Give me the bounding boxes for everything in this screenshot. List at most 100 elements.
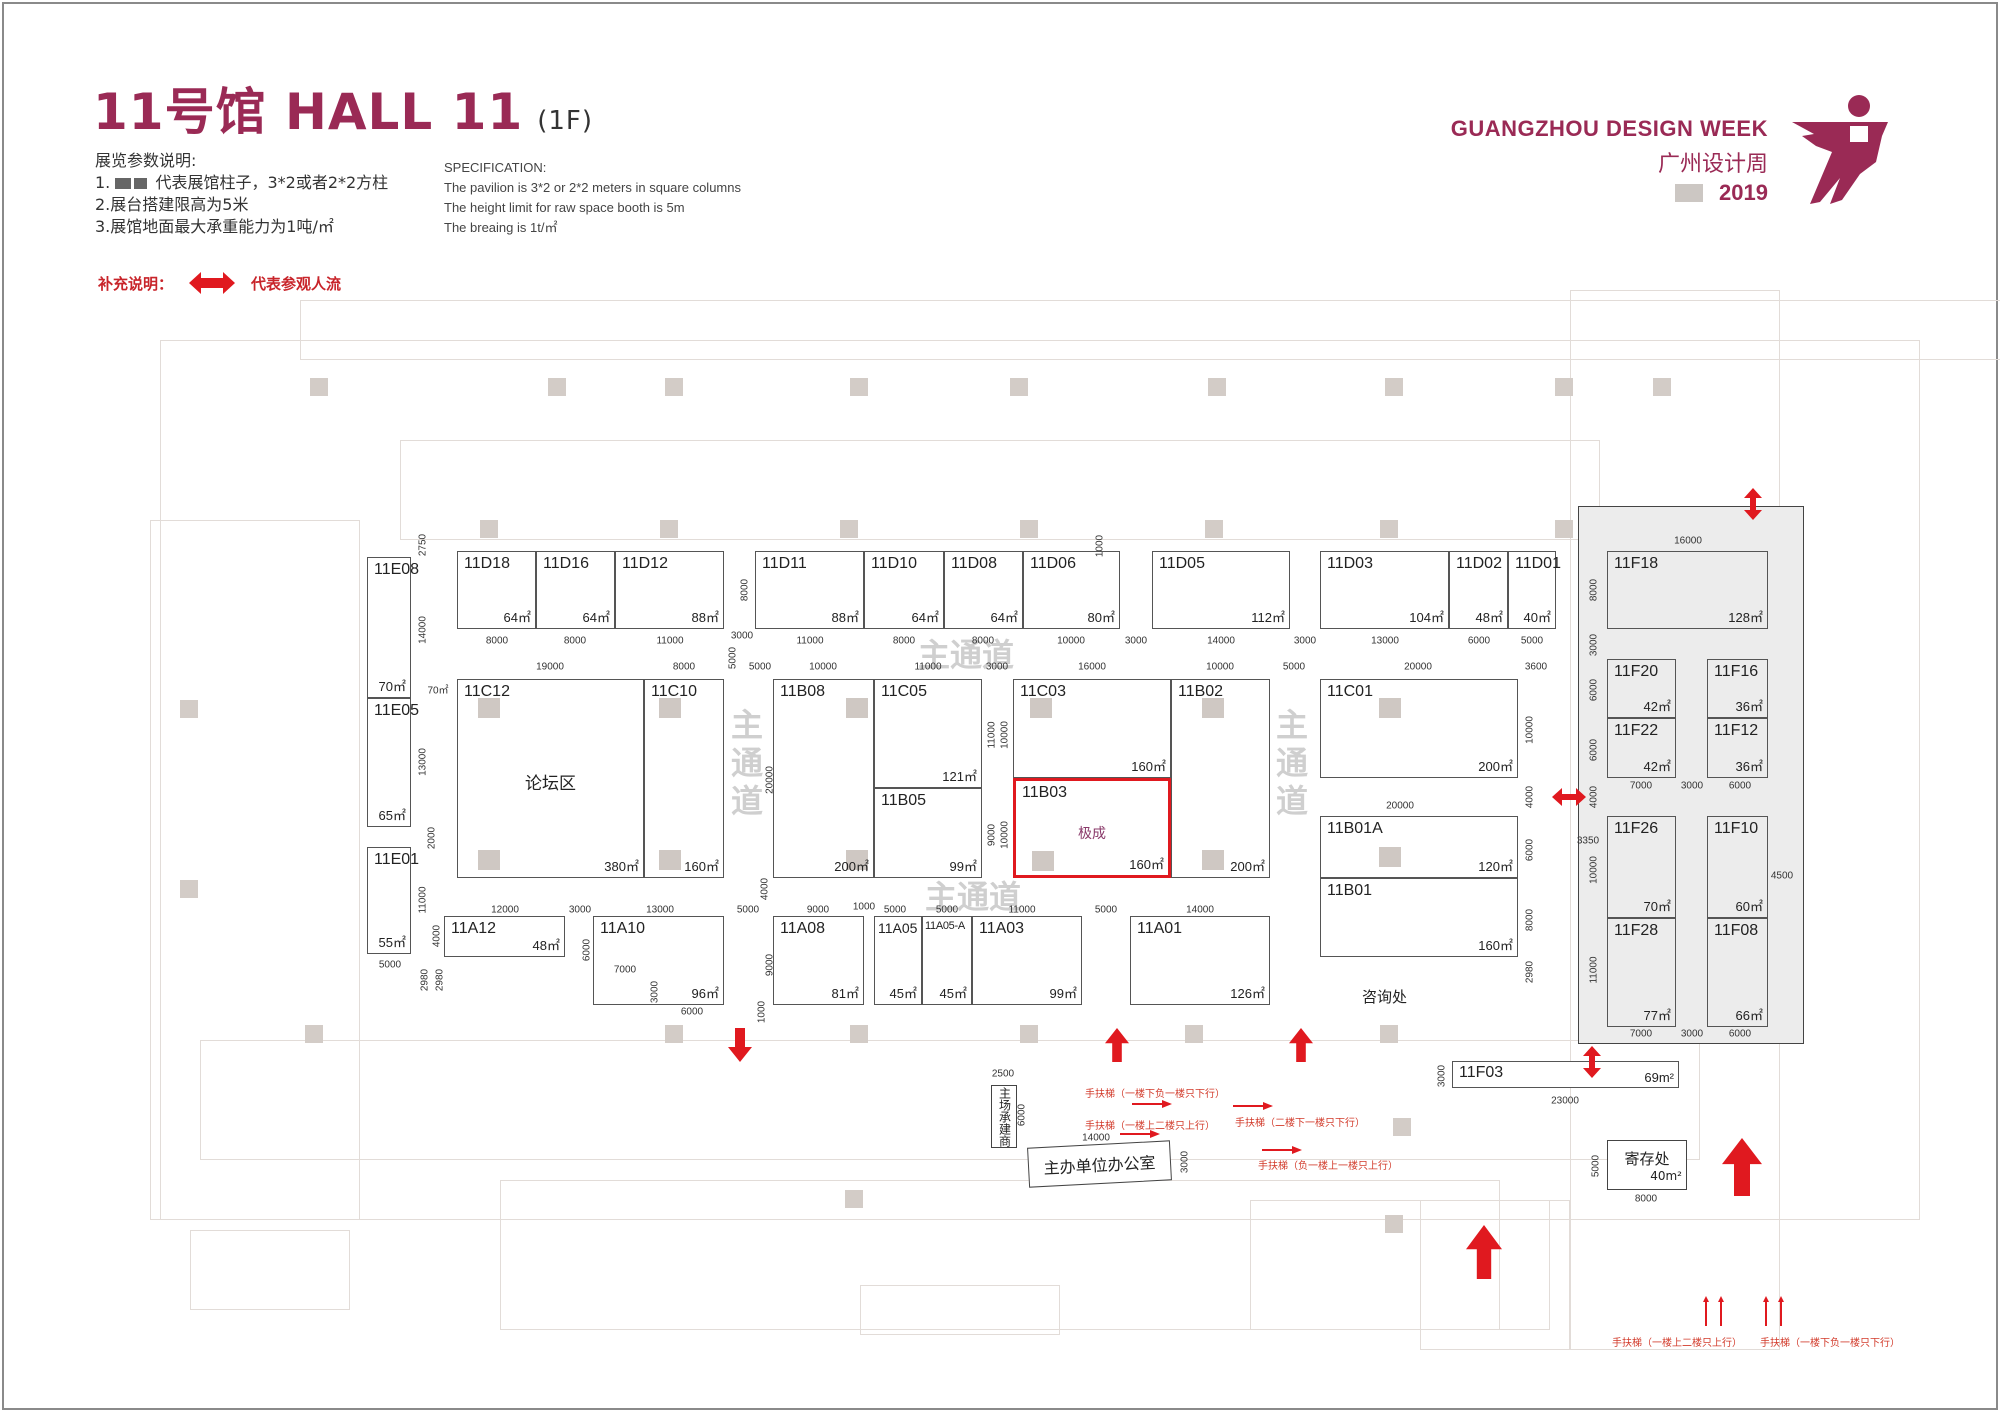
booth-11f26[interactable]: 11F26 70㎡ <box>1607 816 1676 918</box>
contractor-label: 主场承建商 <box>997 1086 1012 1147</box>
dimension-label: 10000 <box>1588 856 1600 884</box>
page-title: 11号馆 HALL 11(1F) <box>93 72 593 144</box>
dimension-label: 2000 <box>426 826 438 850</box>
building-outline <box>400 440 1600 540</box>
booth-id: 11D11 <box>762 555 807 572</box>
escalator-direction-icon <box>1132 1100 1172 1108</box>
booth-11e05[interactable]: 11E05 65㎡ <box>367 698 419 827</box>
booth-id: 11C03 <box>1020 683 1066 700</box>
booth-11a05-a[interactable]: 11A05-A 45㎡ <box>922 916 972 1005</box>
dimension-label: 6000 <box>581 938 593 962</box>
dimension-label: 16000 <box>1078 661 1106 673</box>
booth-area: 70㎡ <box>1643 899 1671 914</box>
brand-year: 2019 <box>1719 180 1768 205</box>
building-outline <box>300 300 2000 360</box>
column-marker <box>1202 698 1224 718</box>
building-outline <box>200 1040 1700 1160</box>
booth-area: 36㎡ <box>1735 699 1763 714</box>
booth-id: 11B01A <box>1327 820 1383 837</box>
booth-11a12[interactable]: 11A12 48㎡ <box>444 916 565 957</box>
booth-area: 48㎡ <box>1475 610 1503 625</box>
supplement-text: 代表参观人流 <box>251 274 342 293</box>
booth-area: 128㎡ <box>1728 610 1763 625</box>
booth-id: 11D03 <box>1327 555 1373 572</box>
dimension-label: 8000 <box>1524 908 1536 932</box>
booth-area: 99㎡ <box>949 859 977 874</box>
dimension-label: 6000 <box>1524 838 1536 862</box>
booth-id: 11A05-A <box>925 920 965 932</box>
booth-id: 11F26 <box>1614 820 1659 837</box>
booth-name: 极成 <box>1078 826 1106 843</box>
booth-area: 60㎡ <box>1735 899 1763 914</box>
dimension-label: 8000 <box>892 635 916 647</box>
booth-id: 11A12 <box>451 920 497 937</box>
brand-name-en: GUANGZHOU DESIGN WEEK <box>1450 116 1768 141</box>
booth-id: 11E08 <box>374 561 420 578</box>
dimension-label: 14000 <box>417 616 429 644</box>
dimension-label: 10000 <box>999 821 1011 849</box>
dimension-label: 5000 <box>1590 1154 1602 1178</box>
booth-area: 160㎡ <box>1129 857 1164 872</box>
booth-id: 11D05 <box>1159 555 1205 572</box>
booth-area: 64㎡ <box>582 610 610 625</box>
booth-area: 48㎡ <box>532 938 560 953</box>
booth-id: 11F16 <box>1714 663 1759 680</box>
spec-line: The breaing is 1t/㎡ <box>444 220 558 235</box>
booth-area: 160㎡ <box>684 859 719 874</box>
double-arrow-vertical-icon <box>1744 488 1762 520</box>
booth-11f16[interactable]: 11F16 36㎡ <box>1707 659 1768 718</box>
dimension-label: 3000 <box>1680 780 1704 792</box>
note-1: 1. 代表展馆柱子，3*2或者2*2方柱 <box>95 172 388 194</box>
column-marker <box>1205 520 1223 538</box>
booth-area: 65㎡ <box>378 808 406 823</box>
booth-id: 11C05 <box>881 683 927 700</box>
column-marker <box>480 520 498 538</box>
booth-area: 45㎡ <box>939 986 967 1001</box>
column-marker <box>660 520 678 538</box>
booth-id: 11E05 <box>374 702 420 719</box>
column-marker <box>1653 378 1671 396</box>
booth-id: 11B01 <box>1327 882 1373 899</box>
booth-area: 64㎡ <box>911 610 939 625</box>
brand-block: GUANGZHOU DESIGN WEEK 广州设计周 2019 <box>1451 116 1768 206</box>
dimension-label: 6000 <box>1588 738 1600 762</box>
